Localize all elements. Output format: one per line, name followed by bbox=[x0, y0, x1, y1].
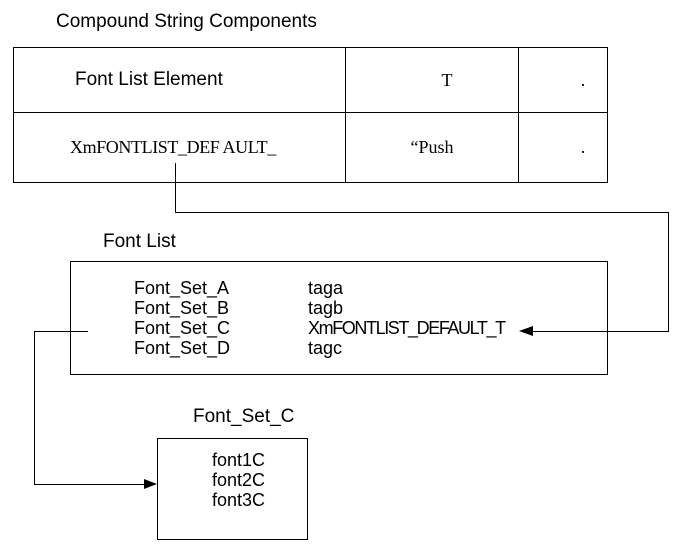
arrowhead-left-icon bbox=[519, 326, 533, 336]
table-cell-separator-1: . bbox=[519, 48, 607, 113]
font-item: font3C bbox=[212, 490, 266, 510]
compound-string-table: Font List Element T . XmFONTLIST_DEF AUL… bbox=[13, 47, 608, 183]
font-list-names-column: Font_Set_A Font_Set_B Font_Set_C Font_Se… bbox=[134, 278, 230, 358]
font-set-c-fonts: font1C font2C font3C bbox=[212, 450, 265, 510]
diagram-title: Compound String Components bbox=[56, 11, 317, 32]
font-list-box bbox=[70, 261, 608, 375]
font-list-entry-tag-default: XmFONTLIST_DEFAULT_T bbox=[308, 318, 506, 338]
font-list-entry-tag: taga bbox=[308, 278, 344, 298]
table-cell-tag-t: T bbox=[346, 48, 519, 113]
font-list-entry-tag: tagc bbox=[308, 338, 343, 358]
font-list-entry-name: Font_Set_D bbox=[134, 338, 231, 358]
connector-table-right-line bbox=[175, 212, 669, 213]
font-list-entry-name: Font_Set_A bbox=[134, 278, 230, 298]
connector-fontsetc-stub-line bbox=[34, 331, 88, 332]
connector-to-default-tag-line bbox=[533, 331, 669, 332]
font-item: font2C bbox=[212, 470, 266, 490]
font-list-label: Font List bbox=[103, 231, 176, 252]
connector-fontsetc-right-line bbox=[34, 484, 144, 485]
font-set-c-label: Font_Set_C bbox=[193, 406, 295, 427]
font-set-c-box bbox=[157, 438, 308, 540]
connector-table-down-line bbox=[175, 163, 176, 213]
table-cell-push: “Push bbox=[346, 113, 519, 182]
connector-table-drop-line bbox=[668, 212, 669, 332]
font-list-entry-name: Font_Set_B bbox=[134, 298, 230, 318]
font-list-entry-tag: tagb bbox=[308, 298, 344, 318]
font-list-entry-name: Font_Set_C bbox=[134, 318, 231, 338]
connector-fontsetc-down-line bbox=[34, 331, 35, 484]
table-cell-xmfontlist-default: XmFONTLIST_DEF AULT_ bbox=[14, 113, 346, 182]
arrowhead-right-icon bbox=[144, 479, 157, 489]
font-item: font1C bbox=[212, 450, 266, 470]
table-cell-separator-2: . bbox=[580, 137, 586, 157]
table-cell-font-list-element: Font List Element bbox=[14, 48, 346, 113]
font-list-tags-column: taga tagb XmFONTLIST_DEFAULT_T tagc bbox=[308, 278, 506, 358]
